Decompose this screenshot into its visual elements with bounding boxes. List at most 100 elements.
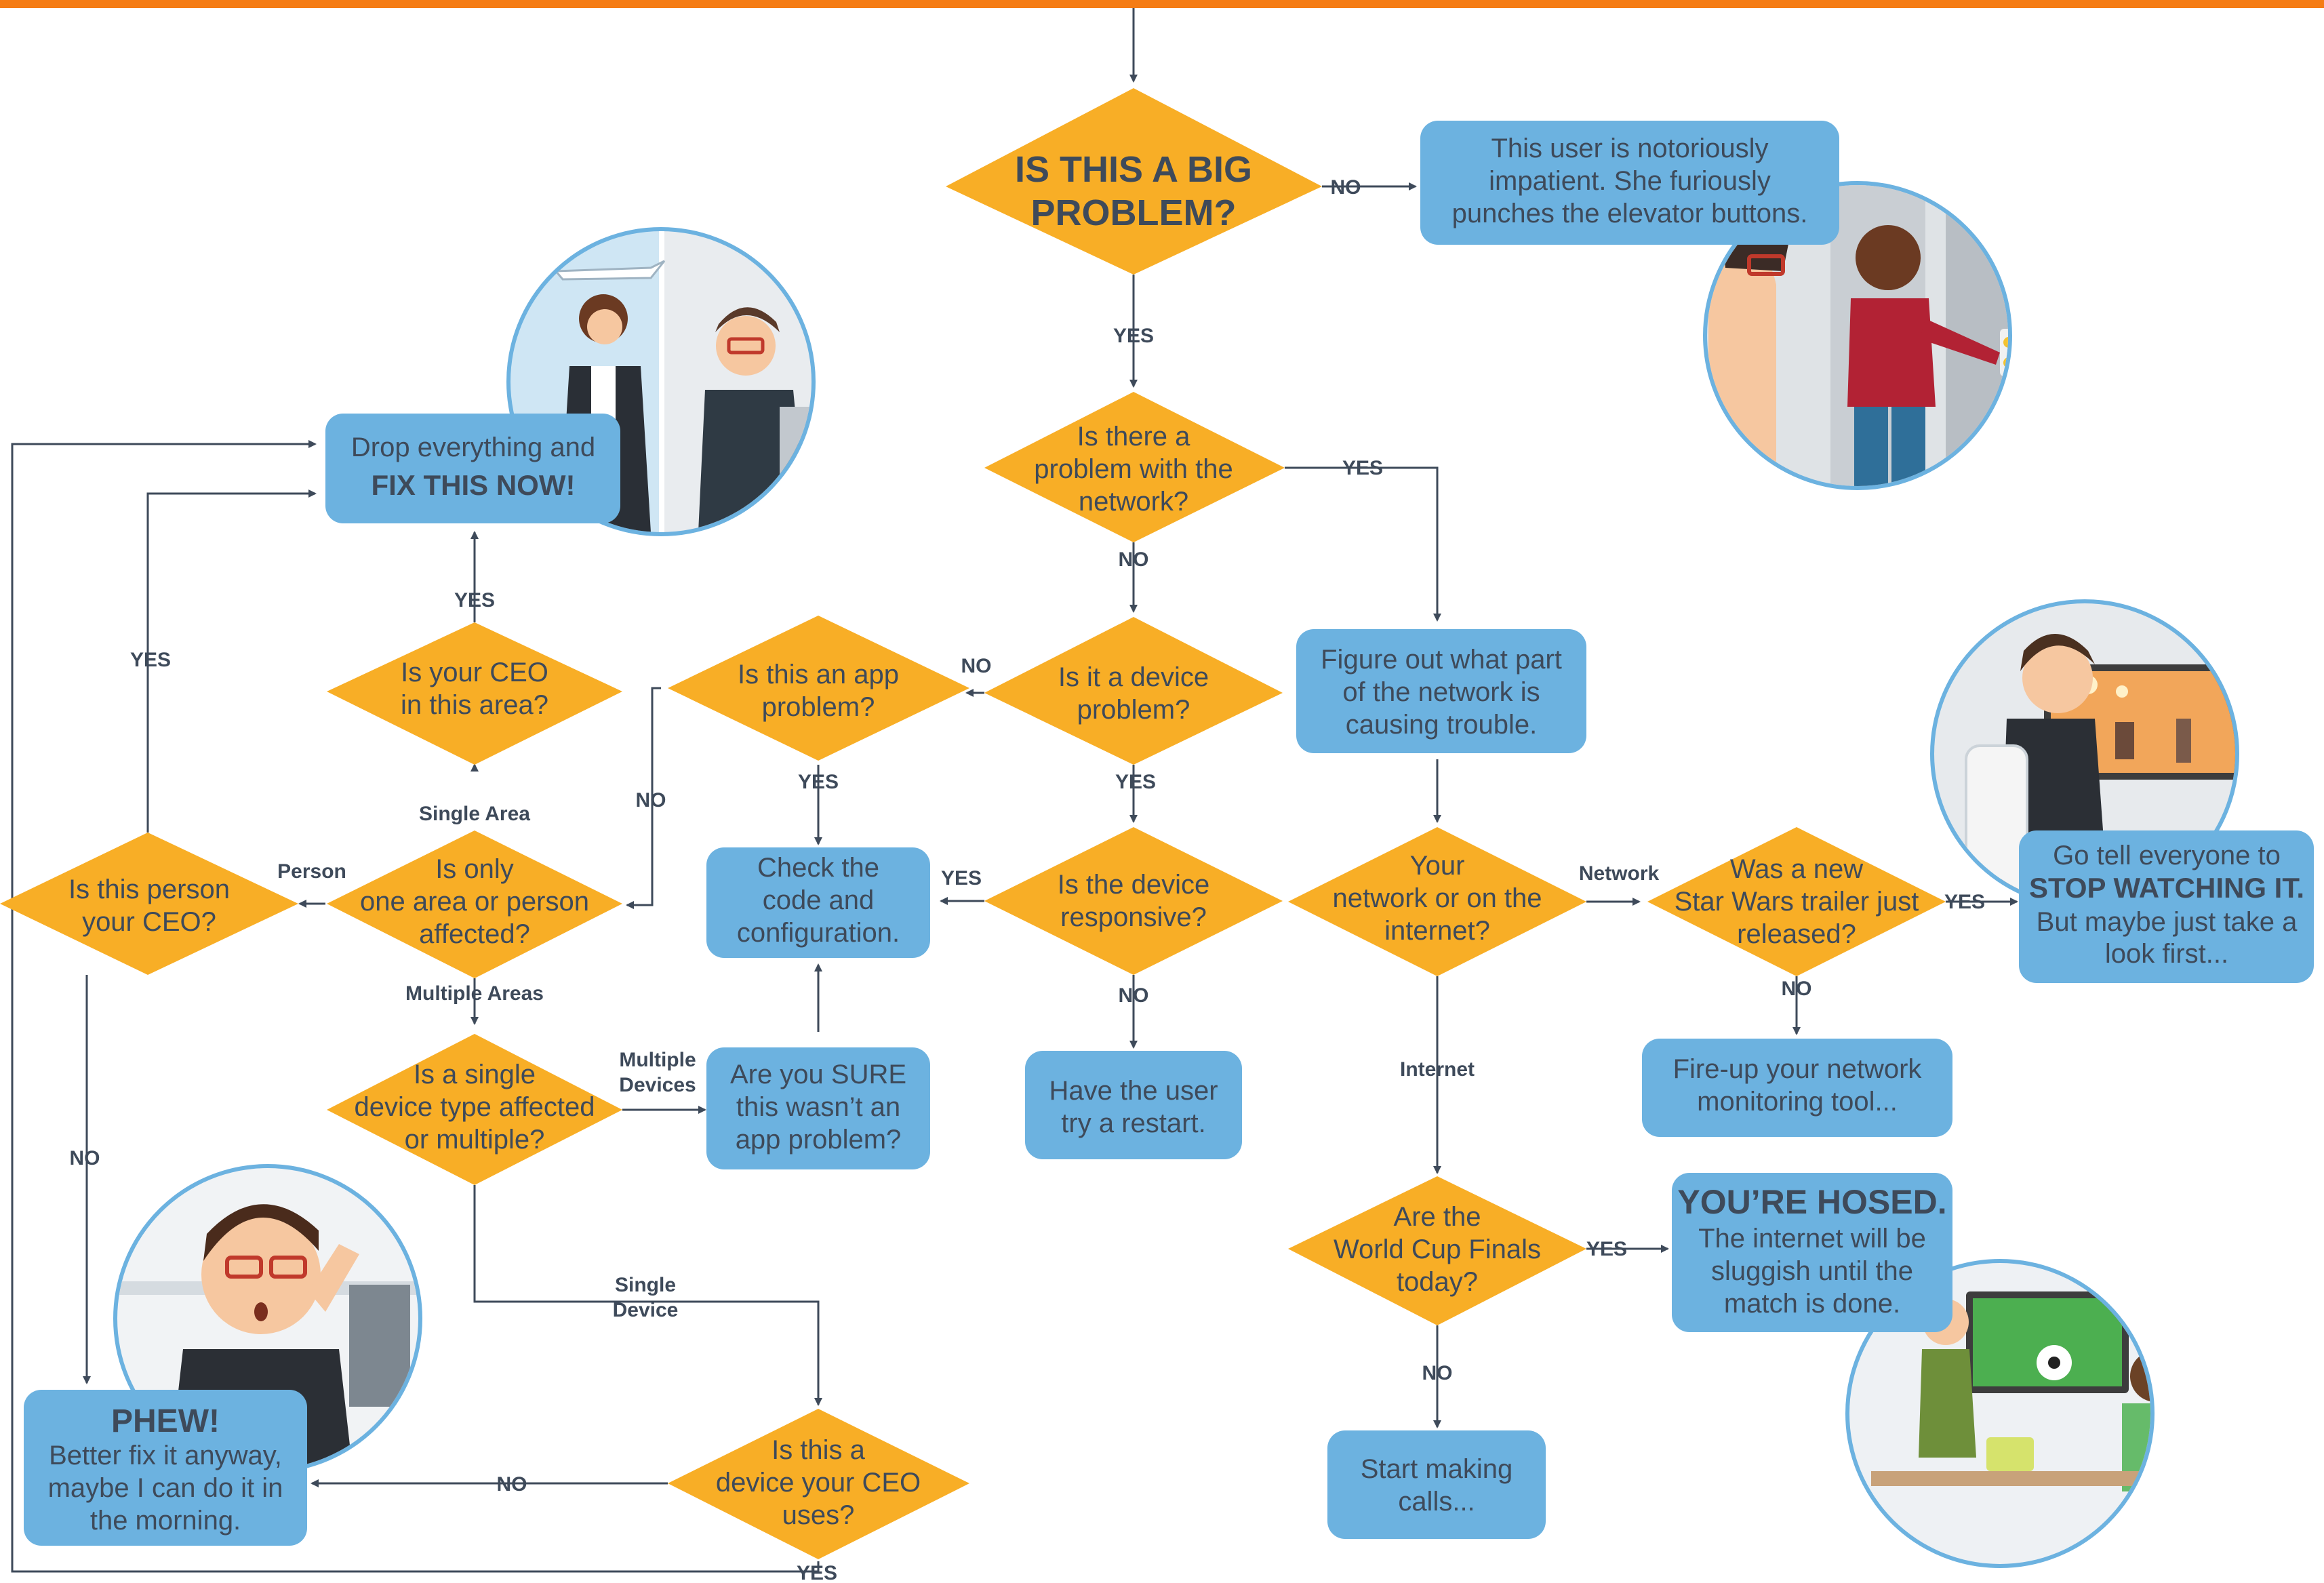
label-no-app: NO bbox=[636, 789, 666, 811]
world-cup-office-illustration bbox=[1845, 1259, 2155, 1568]
answer-fix-now-line2: FIX THIS NOW! bbox=[372, 469, 576, 501]
question-big-problem-line1: IS THIS A BIG bbox=[1015, 149, 1252, 190]
answer-stop-line3: But maybe just take a bbox=[2037, 907, 2298, 937]
question-ceo-area-line1: Is your CEO bbox=[401, 658, 548, 687]
question-net-or-internet-line1: Your bbox=[1410, 851, 1465, 881]
label-yes-network: YES bbox=[1342, 457, 1383, 479]
answer-check-code-line2: code and bbox=[763, 885, 875, 915]
answer-impatient-line3: punches the elevator buttons. bbox=[1452, 199, 1808, 228]
answer-sure-line3: app problem? bbox=[736, 1125, 902, 1155]
answer-hosed: YOU’RE HOSED. The internet will be slugg… bbox=[1672, 1173, 1952, 1332]
label-yes-ceo: YES bbox=[130, 649, 171, 671]
question-star-wars-line1: Was a new bbox=[1730, 854, 1863, 884]
answer-phew-line2: maybe I can do it in bbox=[48, 1473, 283, 1503]
question-world-cup: Are the World Cup Finals today? bbox=[1288, 1176, 1586, 1325]
question-network-problem: Is there a problem with the network? bbox=[984, 392, 1285, 542]
question-ceo-device: Is this a device your CEO uses? bbox=[668, 1409, 969, 1559]
answer-monitoring-line1: Fire-up your network bbox=[1673, 1054, 1923, 1084]
question-star-wars-line3: released? bbox=[1737, 919, 1856, 949]
label-no-star-wars: NO bbox=[1782, 978, 1812, 1000]
question-person-is-ceo: Is this person your CEO? bbox=[0, 833, 298, 975]
question-device-responsive: Is the device responsive? bbox=[984, 827, 1283, 975]
answer-sure-not-app: Are you SURE this wasn’t an app problem? bbox=[706, 1047, 930, 1169]
question-star-wars-line2: Star Wars trailer just bbox=[1675, 887, 1919, 917]
question-device-type-line2: device type affected bbox=[354, 1092, 595, 1122]
label-multiple-areas: Multiple Areas bbox=[405, 982, 544, 1005]
label-yes-star-wars: YES bbox=[1944, 891, 1985, 913]
edge-ceo-yes bbox=[146, 489, 317, 833]
label-yes-big: YES bbox=[1113, 325, 1154, 347]
answer-stop-line4: look first... bbox=[2105, 939, 2228, 969]
edge-app-no bbox=[626, 687, 661, 909]
question-device-line1: Is it a device bbox=[1058, 662, 1209, 692]
answer-check-code-line3: configuration. bbox=[737, 918, 900, 948]
question-ceo-line1: Is this person bbox=[68, 875, 230, 904]
question-big-problem-line2: PROBLEM? bbox=[1031, 193, 1237, 233]
top-bar bbox=[0, 0, 2324, 8]
question-device-type: Is a single device type affected or mult… bbox=[327, 1034, 622, 1185]
label-yes-ceo-area: YES bbox=[454, 589, 495, 612]
label-single-area: Single Area bbox=[419, 803, 530, 825]
label-yes-responsive: YES bbox=[941, 867, 982, 889]
question-nodes: IS THIS A BIG PROBLEM? Is there a proble… bbox=[0, 88, 1946, 1559]
answer-check-code: Check the code and configuration. bbox=[706, 847, 930, 958]
question-ceo-device-line1: Is this a bbox=[772, 1435, 866, 1465]
answer-impatient-line1: This user is notoriously bbox=[1491, 134, 1768, 163]
label-yes-world-cup: YES bbox=[1586, 1238, 1627, 1260]
answer-hosed-title: YOU’RE HOSED. bbox=[1677, 1183, 1946, 1221]
question-app-line2: problem? bbox=[762, 692, 875, 722]
answer-phew: PHEW! Better fix it anyway, maybe I can … bbox=[24, 1390, 307, 1546]
answer-stop-line1: Go tell everyone to bbox=[2053, 841, 2281, 870]
answer-hosed-line1: The internet will be bbox=[1698, 1224, 1926, 1254]
question-one-area-line2: one area or person bbox=[360, 887, 589, 917]
answer-phew-line1: Better fix it anyway, bbox=[49, 1441, 282, 1470]
question-ceo-line2: your CEO? bbox=[82, 907, 216, 937]
answer-stop-line2: STOP WATCHING IT. bbox=[2029, 872, 2304, 904]
answer-network-part: Figure out what part of the network is c… bbox=[1296, 629, 1586, 753]
question-device-line2: problem? bbox=[1077, 695, 1190, 725]
answer-sure-line2: this wasn’t an bbox=[736, 1092, 900, 1122]
question-device-type-line3: or multiple? bbox=[405, 1125, 545, 1155]
answer-restart: Have the user try a restart. bbox=[1025, 1051, 1242, 1159]
label-multiple-devices-1: Multiple bbox=[619, 1049, 696, 1071]
label-no-world-cup: NO bbox=[1422, 1362, 1453, 1384]
answer-hosed-line2: sluggish until the bbox=[1711, 1256, 1913, 1286]
question-network-line3: network? bbox=[1079, 487, 1188, 517]
answer-network-part-line2: of the network is bbox=[1342, 677, 1540, 707]
answer-check-code-line1: Check the bbox=[757, 853, 879, 883]
question-one-area-line1: Is only bbox=[435, 854, 514, 884]
label-internet: Internet bbox=[1400, 1058, 1475, 1081]
edge-single-device bbox=[473, 1185, 822, 1406]
question-net-or-internet-line3: internet? bbox=[1384, 916, 1490, 946]
answer-start-calls-line2: calls... bbox=[1398, 1487, 1475, 1517]
label-no-device: NO bbox=[961, 655, 992, 677]
star-wars-viewing-illustration bbox=[1930, 599, 2239, 908]
question-net-or-internet-line2: network or on the bbox=[1332, 883, 1542, 913]
label-yes-device: YES bbox=[1115, 771, 1156, 793]
label-no-ceo: NO bbox=[70, 1147, 100, 1169]
label-multiple-devices-2: Devices bbox=[619, 1074, 696, 1096]
question-world-cup-line1: Are the bbox=[1394, 1202, 1481, 1232]
edge-network-yes bbox=[1285, 466, 1441, 622]
question-device-type-line1: Is a single bbox=[414, 1060, 536, 1089]
question-responsive-line1: Is the device bbox=[1058, 870, 1210, 900]
label-network: Network bbox=[1579, 862, 1660, 885]
answer-monitoring-tool: Fire-up your network monitoring tool... bbox=[1642, 1039, 1952, 1137]
question-one-area-line3: affected? bbox=[419, 919, 530, 949]
label-no-ceo-device: NO bbox=[497, 1473, 527, 1496]
answer-fix-now: Drop everything and FIX THIS NOW! bbox=[325, 414, 620, 523]
answer-sure-line1: Are you SURE bbox=[730, 1060, 906, 1089]
answer-network-part-line3: causing trouble. bbox=[1346, 710, 1537, 740]
answer-impatient-line2: impatient. She furiously bbox=[1489, 166, 1771, 196]
edges bbox=[11, 8, 2018, 1573]
answer-phew-title: PHEW! bbox=[111, 1403, 220, 1439]
question-network-line2: problem with the bbox=[1034, 454, 1233, 484]
question-app-problem: Is this an app problem? bbox=[668, 616, 969, 761]
question-device-problem: Is it a device problem? bbox=[984, 617, 1283, 765]
label-person: Person bbox=[277, 860, 346, 883]
question-network-or-internet: Your network or on the internet? bbox=[1288, 827, 1586, 976]
answer-restart-line2: try a restart. bbox=[1061, 1108, 1205, 1138]
answer-network-part-line1: Figure out what part bbox=[1321, 645, 1562, 675]
question-star-wars: Was a new Star Wars trailer just release… bbox=[1647, 827, 1946, 976]
